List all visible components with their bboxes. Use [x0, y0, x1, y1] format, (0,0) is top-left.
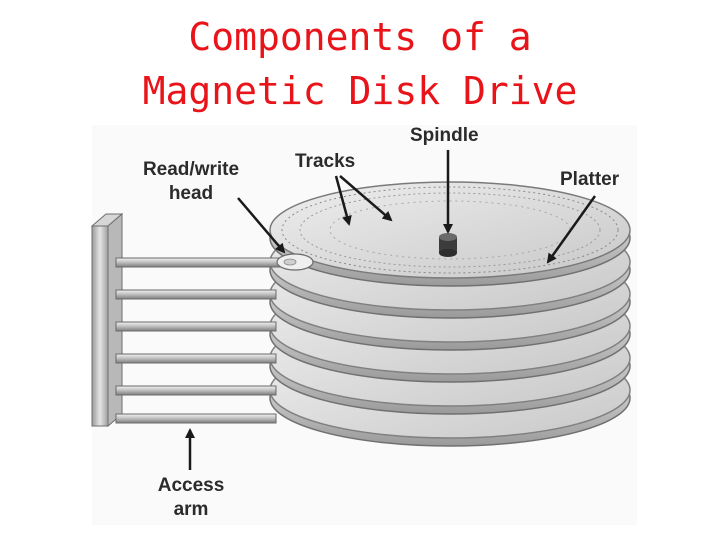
read-write-head-label-line1: Read/write [142, 159, 240, 180]
title-line-2: Magnetic Disk Drive [142, 69, 578, 113]
tracks-arrow-left [334, 175, 352, 226]
arm-3 [115, 321, 277, 332]
tracks-arrow-right [339, 175, 393, 222]
track-outer [281, 186, 619, 274]
read-write-head-label: Read/write head [132, 158, 250, 206]
slide-title: Components of a Magnetic Disk Drive [0, 10, 720, 118]
platter-label: Platter [560, 169, 620, 190]
read-write-head-label-line2: head [168, 183, 214, 204]
title-line-1: Components of a [188, 15, 532, 59]
arm-5 [115, 385, 277, 396]
access-arms [115, 257, 295, 424]
platter-arrow [546, 195, 597, 264]
arm-1 [115, 257, 295, 268]
spindle-label: Spindle [410, 125, 479, 146]
access-arm-label: Access arm [148, 474, 234, 522]
access-arm-label-line1: Access [157, 475, 225, 496]
track-middle [299, 192, 601, 268]
read-write-head-arrow [237, 197, 286, 254]
platter-stack [269, 181, 631, 447]
read-write-head [276, 253, 314, 271]
tracks-label: Tracks [295, 151, 356, 172]
arm-2 [115, 289, 277, 300]
arm-6 [115, 413, 277, 424]
spindle-hub [439, 233, 457, 257]
access-arm-label-line2: arm [173, 499, 209, 520]
arm-4 [115, 353, 277, 364]
pointer-arrows [185, 150, 597, 470]
